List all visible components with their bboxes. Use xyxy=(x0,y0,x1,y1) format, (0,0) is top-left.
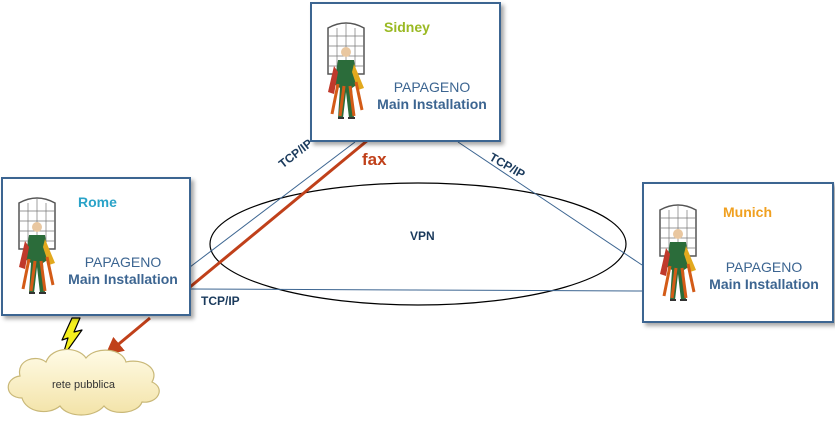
fax-label: fax xyxy=(362,150,387,169)
product-subtitle: Main Installation xyxy=(709,276,819,292)
link-rome-munich xyxy=(189,288,643,292)
lightning-icon xyxy=(61,317,83,359)
node-munich: Munich PAPAGENO Main Installation xyxy=(642,182,834,323)
product-name: PAPAGENO xyxy=(393,79,471,95)
node-product-label: PAPAGENO Main Installation xyxy=(696,259,832,293)
cloud-icon xyxy=(7,348,160,416)
product-name: PAPAGENO xyxy=(84,254,162,270)
vpn-ellipse xyxy=(209,182,627,306)
product-subtitle: Main Installation xyxy=(68,271,178,287)
link-sidney-munich xyxy=(457,141,643,266)
link-label-tcp-rome-munich: TCP/IP xyxy=(201,294,240,308)
node-city-label: Sidney xyxy=(384,19,430,35)
node-product-label: PAPAGENO Main Installation xyxy=(364,79,500,113)
fax-arrow xyxy=(105,316,151,356)
node-rome: Rome PAPAGENO Main Installation xyxy=(1,177,191,316)
node-city-label: Munich xyxy=(723,204,772,220)
link-rome-sidney xyxy=(189,141,356,268)
fax-line xyxy=(189,138,369,289)
node-product-label: PAPAGENO Main Installation xyxy=(55,254,191,288)
cloud-label: rete pubblica xyxy=(52,379,115,391)
papageno-figure-icon xyxy=(18,197,56,294)
node-sidney: Sidney PAPAGENO Main Installation xyxy=(310,2,501,142)
product-name: PAPAGENO xyxy=(725,259,803,275)
product-subtitle: Main Installation xyxy=(377,96,487,112)
papageno-figure-icon xyxy=(659,204,697,301)
node-city-label: Rome xyxy=(78,194,117,210)
vpn-label: VPN xyxy=(410,229,435,243)
papageno-figure-icon xyxy=(327,22,365,119)
